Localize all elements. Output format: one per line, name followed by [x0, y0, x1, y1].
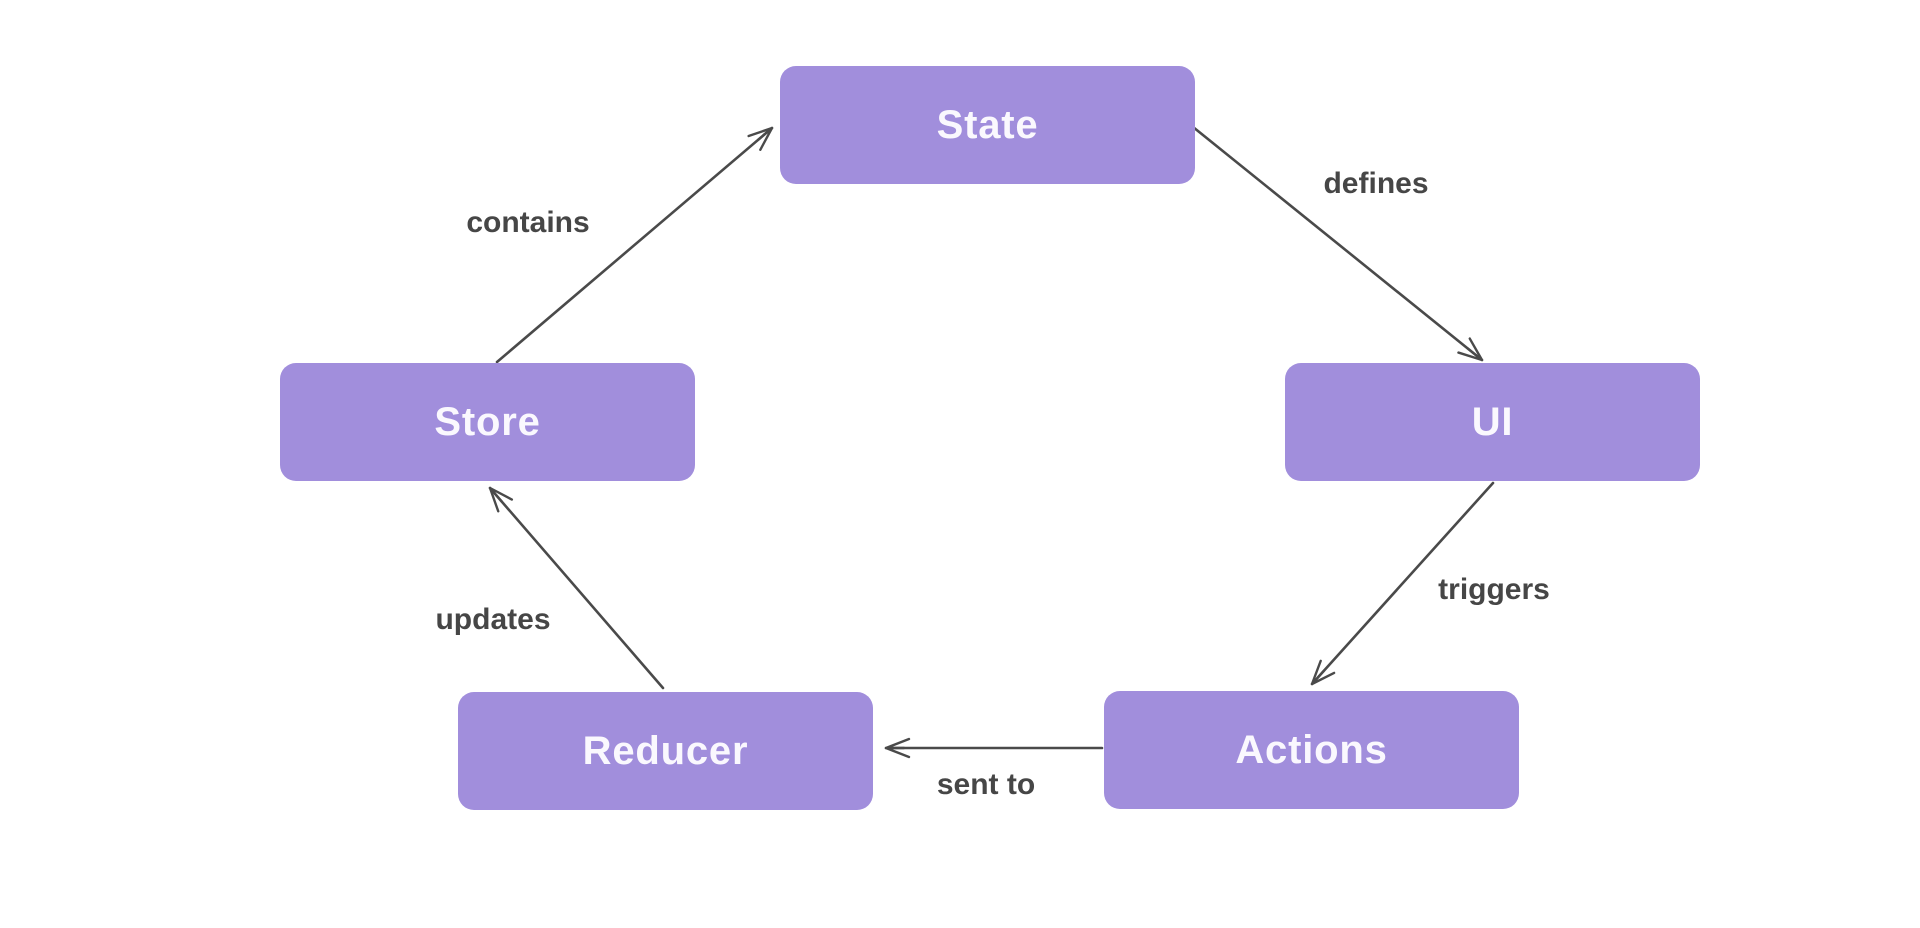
- node-state: State: [780, 66, 1195, 184]
- edge-label-triggers: triggers: [1438, 573, 1550, 606]
- edge-label-defines: defines: [1323, 167, 1429, 200]
- edge-triggers-line: [1310, 481, 1495, 686]
- edge-label-updates: updates: [435, 603, 551, 636]
- node-actions: Actions: [1104, 691, 1519, 809]
- edge-contains-line: [495, 126, 774, 364]
- edge-defines-line: [1191, 125, 1484, 362]
- node-ui: UI: [1285, 363, 1700, 481]
- edge-updates-line: [488, 486, 665, 690]
- node-reducer: Reducer: [458, 692, 873, 810]
- edge-label-contains: contains: [466, 206, 590, 239]
- edge-label-sent-to: sent to: [936, 768, 1036, 801]
- node-store: Store: [280, 363, 695, 481]
